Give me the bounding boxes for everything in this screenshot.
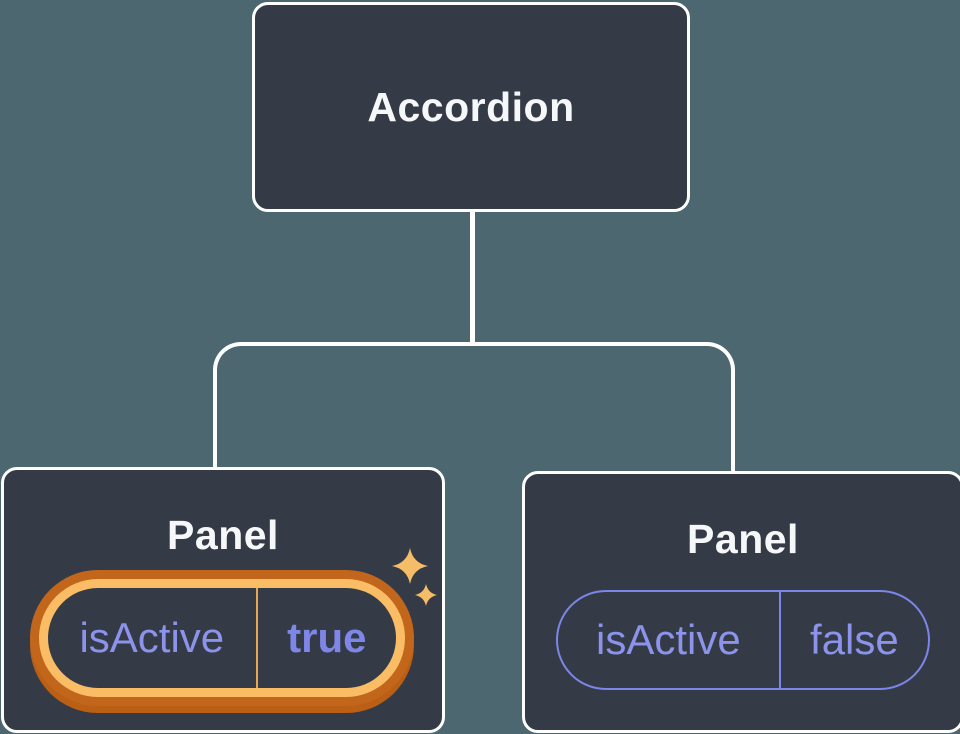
connector-stem-line	[470, 210, 475, 346]
prop-pill-active-ring: isActive true	[39, 579, 405, 697]
sparkles-icon	[392, 548, 437, 606]
prop-name-cell: isActive	[558, 592, 781, 688]
connector-branch-line	[213, 342, 735, 472]
prop-pill-active: isActive true	[30, 570, 414, 706]
panel-node-active: Panel isActive true	[1, 467, 445, 733]
prop-value-cell: false	[810, 616, 899, 663]
accordion-node: Accordion	[252, 2, 690, 212]
prop-value-cell: true	[287, 614, 367, 661]
panel-title: Panel	[687, 516, 799, 562]
panel-title: Panel	[167, 512, 279, 558]
prop-pill-inactive: isActive false	[556, 590, 930, 690]
prop-name-cell: isActive	[48, 588, 258, 688]
prop-pill-active-body: isActive true	[48, 588, 396, 688]
accordion-node-label: Accordion	[367, 83, 575, 130]
panel-node-inactive: Panel isActive false	[522, 471, 960, 733]
